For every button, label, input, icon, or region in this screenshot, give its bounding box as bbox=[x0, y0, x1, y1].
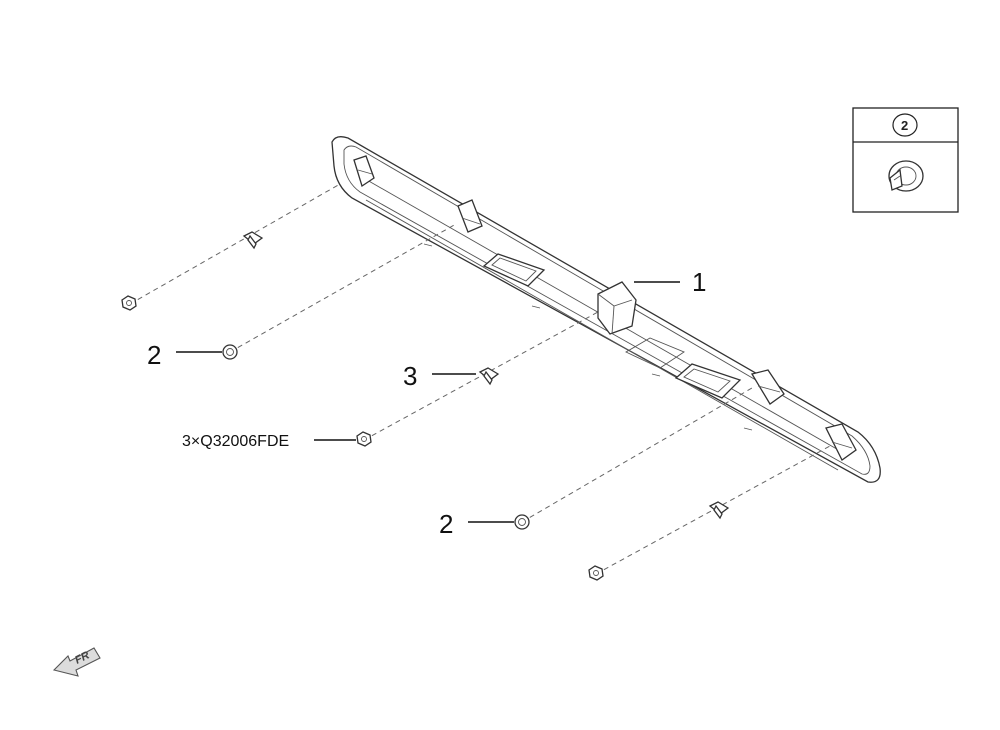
callout-3: 3 bbox=[403, 361, 417, 391]
hex-nut bbox=[121, 295, 137, 311]
panel-clip bbox=[457, 199, 483, 233]
inset-label: 2 bbox=[901, 118, 908, 133]
clip-nut-detail bbox=[888, 160, 924, 192]
clip-nut bbox=[514, 514, 530, 530]
garnish-panel bbox=[331, 136, 881, 483]
front-direction-arrow: FR bbox=[52, 647, 101, 677]
inset-detail-box: 2 bbox=[852, 107, 959, 213]
clip-nut bbox=[222, 344, 238, 360]
stud-bolt bbox=[242, 231, 264, 250]
callout-2-upper: 2 bbox=[147, 340, 161, 370]
panel-boss bbox=[597, 281, 637, 335]
part-number-label: 3×Q32006FDE bbox=[182, 433, 289, 450]
callout-2-lower: 2 bbox=[439, 509, 453, 539]
panel-clip bbox=[353, 155, 375, 188]
stud-bolt bbox=[708, 501, 730, 520]
assembly-guide-lines bbox=[129, 183, 831, 575]
hex-nut bbox=[588, 565, 604, 581]
hex-nut bbox=[356, 431, 372, 447]
panel-clip bbox=[825, 423, 857, 461]
fr-label: FR bbox=[73, 649, 91, 666]
stud-bolt bbox=[478, 367, 500, 386]
inset-label-circle bbox=[892, 113, 918, 137]
panel-clip bbox=[750, 369, 785, 405]
callout-1: 1 bbox=[692, 267, 706, 297]
